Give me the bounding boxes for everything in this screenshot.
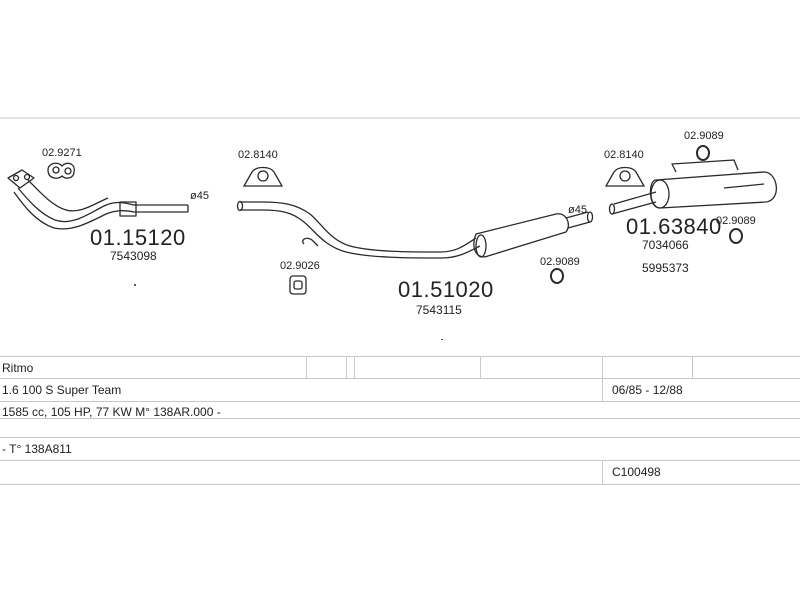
diameter-1-label: ø45 bbox=[190, 190, 209, 202]
table-vline bbox=[602, 356, 603, 401]
rear-silencer-drawing bbox=[608, 159, 777, 215]
ring-top-label: 02.9089 bbox=[684, 130, 724, 142]
table-vline bbox=[346, 356, 347, 378]
table-vline bbox=[602, 460, 603, 484]
ring-02-9089-top-icon bbox=[696, 145, 710, 161]
years-cell: 06/85 - 12/88 bbox=[612, 383, 683, 397]
model-cell: Ritmo bbox=[2, 361, 34, 375]
table-line bbox=[0, 401, 800, 402]
gasket-front-label: 02.9271 bbox=[42, 147, 82, 159]
type-cell: - T° 138A811 bbox=[2, 442, 72, 456]
table-line bbox=[0, 484, 800, 485]
ring-02-9089-side-icon bbox=[729, 228, 743, 244]
version-cell: 1.6 100 S Super Team bbox=[2, 383, 122, 397]
ring-02-9026-icon bbox=[289, 275, 307, 295]
engine-cell: 1585 cc, 105 HP, 77 KW M° 138AR.000 - bbox=[2, 405, 221, 419]
clamp-1-label: 02.8140 bbox=[238, 149, 278, 161]
table-vline bbox=[306, 356, 307, 378]
front-pipe-oem: 7543098 bbox=[110, 249, 157, 263]
ring-middle-label: 02.9089 bbox=[540, 256, 580, 268]
middle-silencer-drawing bbox=[236, 200, 594, 259]
clamp-2-label: 02.8140 bbox=[604, 149, 644, 161]
rear-silencer-code: 01.63840 bbox=[626, 214, 722, 239]
table-line bbox=[0, 418, 800, 419]
exhaust-diagram bbox=[0, 117, 800, 340]
ring-02-9089-middle-icon bbox=[550, 268, 564, 284]
ring-side-label: 02.9089 bbox=[716, 215, 756, 227]
diameter-2-label: ø45 bbox=[568, 204, 587, 216]
rear-silencer-oem-2: 5995373 bbox=[642, 261, 689, 275]
table-line bbox=[0, 356, 800, 357]
rear-silencer-oem-1: 7034066 bbox=[642, 238, 689, 252]
clamp-2-icon bbox=[604, 166, 646, 187]
table-vline bbox=[692, 356, 693, 378]
ring-02-9026-label: 02.9026 bbox=[280, 260, 320, 272]
table-line bbox=[0, 437, 800, 438]
front-gasket-icon bbox=[47, 162, 75, 179]
clamp-1-icon bbox=[242, 166, 284, 187]
table-line bbox=[0, 460, 800, 461]
table-line bbox=[0, 378, 800, 379]
code-cell: C100498 bbox=[612, 465, 661, 479]
front-pipe-code: 01.15120 bbox=[90, 225, 186, 250]
table-vline bbox=[354, 356, 355, 378]
table-vline bbox=[480, 356, 481, 378]
middle-silencer-oem: 7543115 bbox=[416, 303, 462, 317]
front-pipe-drawing bbox=[7, 169, 189, 230]
middle-silencer-code: 01.51020 bbox=[398, 277, 494, 302]
